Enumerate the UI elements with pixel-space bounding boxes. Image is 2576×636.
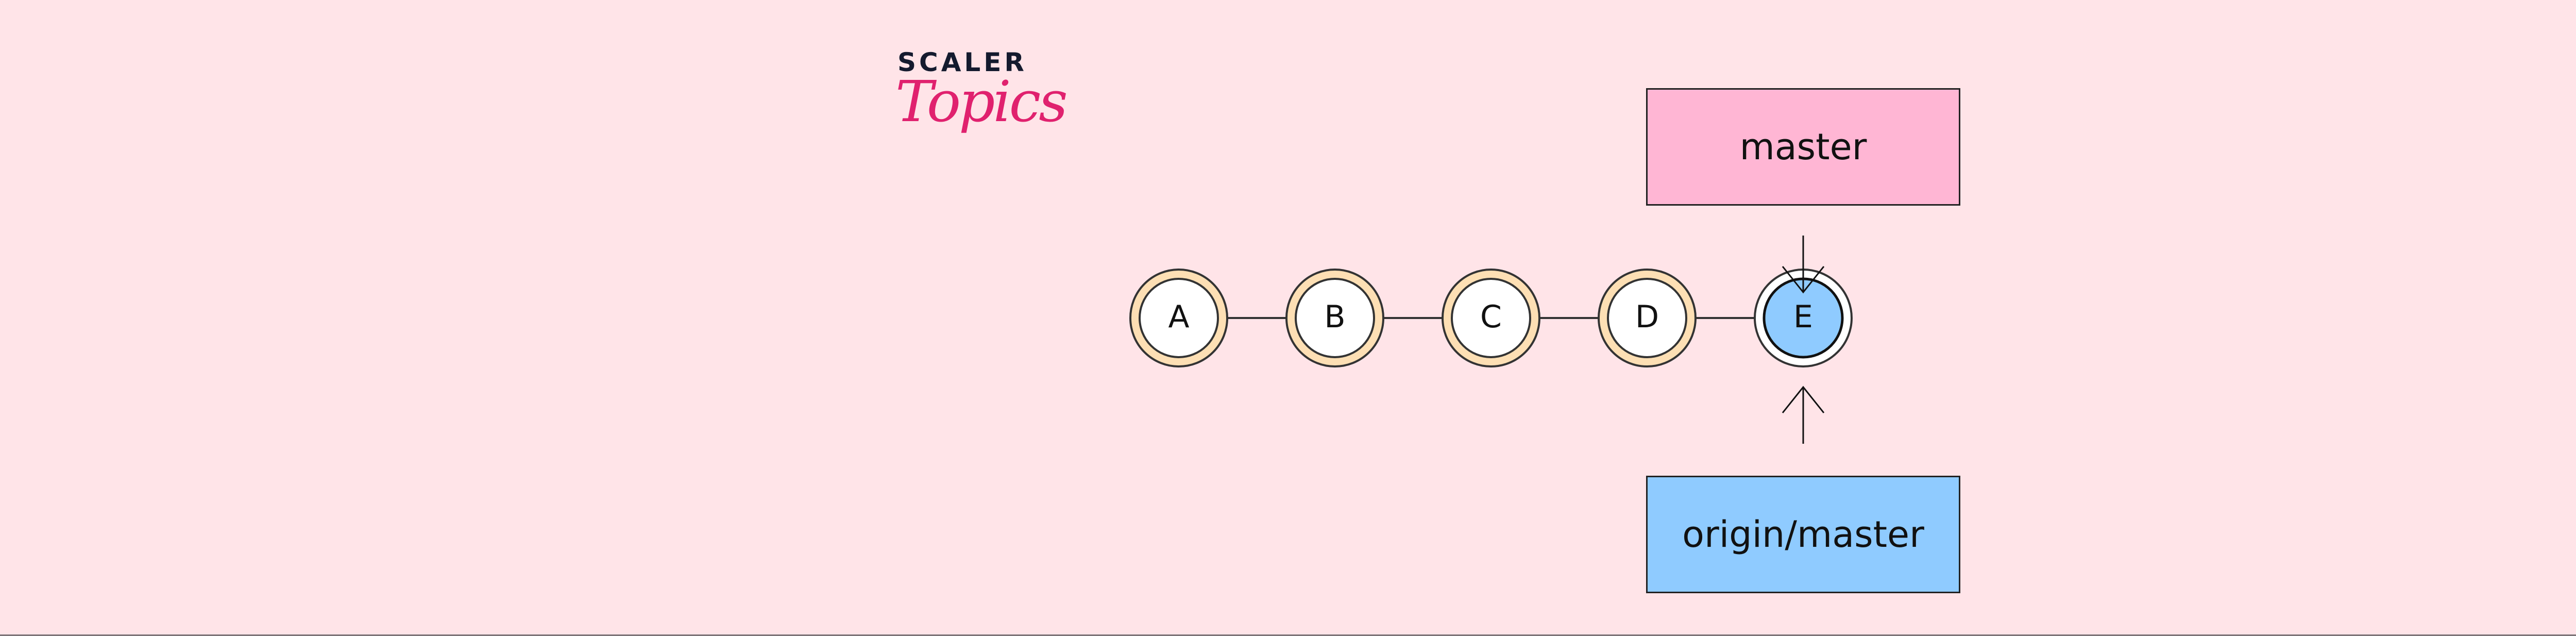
logo-wordmark: SCALER <box>897 47 1027 77</box>
commit-node-b <box>1295 278 1375 358</box>
commit-label-d: D <box>1635 299 1659 335</box>
branch-origin-master-label: origin/master <box>1682 513 1924 556</box>
branch-master-box: master <box>1646 88 1960 206</box>
commit-node-c <box>1451 278 1531 358</box>
commit-node-d <box>1607 278 1687 358</box>
origin-arrow-up-icon <box>1782 386 1825 413</box>
commit-label-b: B <box>1324 299 1346 335</box>
commit-label-e: E <box>1793 299 1813 335</box>
bottom-border <box>0 634 2576 636</box>
commit-label-c: C <box>1480 299 1502 335</box>
branch-master-label: master <box>1739 126 1867 168</box>
commit-node-a <box>1139 278 1219 358</box>
commit-label-a: A <box>1168 299 1190 335</box>
branch-origin-master-box: origin/master <box>1646 476 1960 593</box>
master-arrow-down-icon <box>1782 266 1825 294</box>
